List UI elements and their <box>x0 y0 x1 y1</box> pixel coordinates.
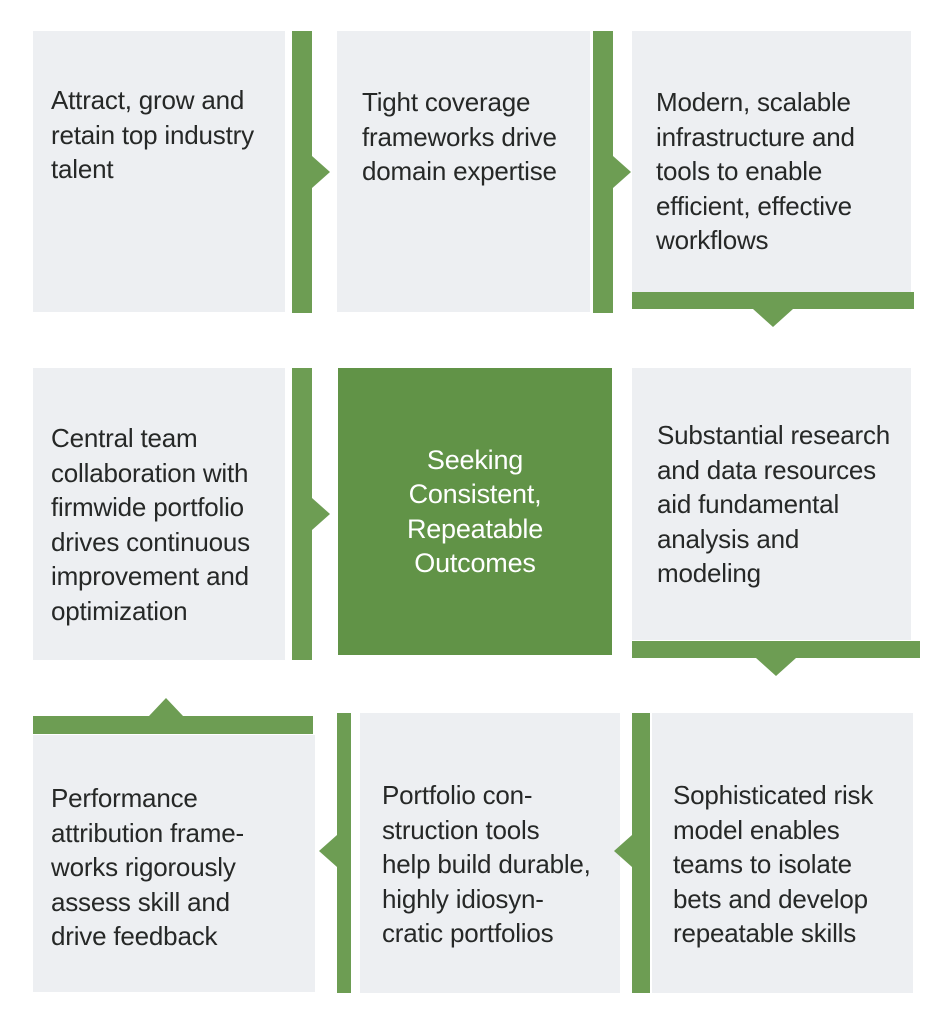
arrow-risk-to-construction-icon <box>614 713 650 993</box>
card-tight-coverage: Tight coverage frameworks drive domain e… <box>337 31 590 312</box>
arrow-head-up-icon <box>149 698 183 716</box>
card-attract-talent-text: Attract, grow and retain top industry ta… <box>51 85 254 184</box>
card-modern-infrastructure: Modern, scalable infrastructure and tool… <box>632 31 911 292</box>
card-central-team: Central team collaboration with firmwide… <box>33 368 285 660</box>
arrow-attribution-to-central-icon <box>33 698 313 734</box>
arrow-head-right-icon <box>613 156 631 188</box>
card-attract-talent: Attract, grow and retain top industry ta… <box>33 31 285 312</box>
arrow-central-to-goal-icon <box>292 368 330 660</box>
card-substantial-research-text: Substantial research and data resources … <box>657 420 891 588</box>
center-goal-text: Seeking Consistent, Repeatable Outcomes <box>406 444 544 579</box>
arrow-head-down-icon <box>756 658 796 676</box>
card-performance-attribution: Performance attribution frame- works rig… <box>33 735 315 992</box>
arrow-construction-to-attribution-icon <box>319 713 351 993</box>
card-substantial-research: Substantial research and data resources … <box>632 368 911 640</box>
arrow-research-to-risk-icon <box>632 641 920 676</box>
card-modern-infrastructure-text: Modern, scalable infrastructure and tool… <box>656 87 855 255</box>
card-sophisticated-risk-text: Sophisticated risk model enables teams t… <box>673 780 874 948</box>
arrow-infrastructure-to-research-icon <box>632 292 914 327</box>
arrow-talent-to-coverage-icon <box>292 31 330 313</box>
arrow-coverage-to-infrastructure-icon <box>593 31 631 313</box>
center-goal-box: Seeking Consistent, Repeatable Outcomes <box>338 368 612 655</box>
card-portfolio-construction-text: Portfolio con- struction tools help buil… <box>382 780 591 948</box>
card-tight-coverage-text: Tight coverage frameworks drive domain e… <box>362 87 557 186</box>
card-sophisticated-risk: Sophisticated risk model enables teams t… <box>652 713 913 993</box>
arrow-head-down-icon <box>753 309 793 327</box>
arrow-head-right-icon <box>312 156 330 188</box>
arrow-head-left-icon <box>319 835 337 867</box>
card-portfolio-construction: Portfolio con- struction tools help buil… <box>360 713 620 993</box>
card-performance-attribution-text: Performance attribution frame- works rig… <box>51 783 244 951</box>
arrow-head-right-icon <box>312 498 330 530</box>
card-central-team-text: Central team collaboration with firmwide… <box>51 423 250 626</box>
arrow-head-left-icon <box>614 835 632 867</box>
